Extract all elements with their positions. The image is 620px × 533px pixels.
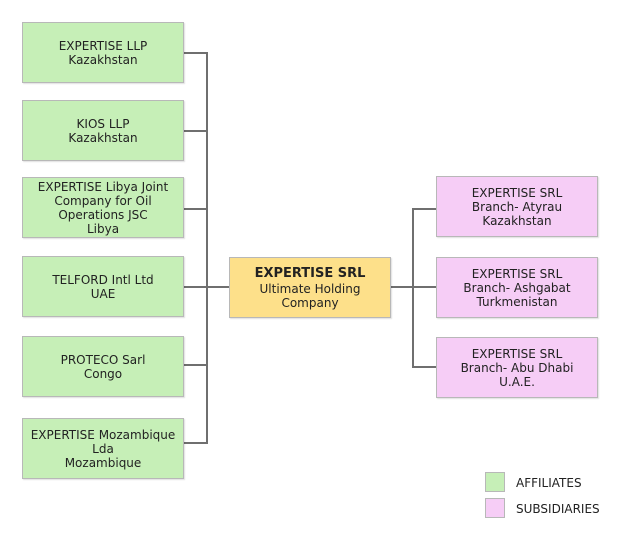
node-line: Branch- Atyrau — [471, 199, 563, 214]
subsidiary-node-ashgabat: EXPERTISE SRL Branch- Ashgabat Turkmenis… — [436, 257, 598, 318]
affiliate-node-expertise-mozambique: EXPERTISE Mozambique Lda Mozambique — [22, 418, 184, 479]
node-line: Branch- Ashgabat — [463, 280, 571, 295]
node-line: Libya — [86, 221, 120, 236]
node-line: EXPERTISE SRL — [471, 185, 563, 200]
affiliate-node-expertise-llp: EXPERTISE LLP Kazakhstan — [22, 22, 184, 83]
node-line: EXPERTISE SRL — [471, 346, 563, 361]
node-line: PROTECO Sarl — [60, 352, 146, 367]
root-node-expertise-srl: EXPERTISE SRL Ultimate Holding Company — [229, 257, 391, 318]
node-line: Company for Oil — [54, 193, 152, 208]
affiliate-connector-6 — [184, 442, 208, 444]
subsidiary-node-abu-dhabi: EXPERTISE SRL Branch- Abu Dhabi U.A.E. — [436, 337, 598, 398]
legend-affiliates-label: AFFILIATES — [516, 476, 582, 490]
node-line: U.A.E. — [499, 374, 535, 389]
node-line: Kazakhstan — [68, 130, 138, 145]
affiliate-node-proteco: PROTECO Sarl Congo — [22, 336, 184, 397]
legend-subsidiaries-swatch — [485, 498, 505, 518]
node-line: EXPERTISE SRL — [471, 266, 563, 281]
node-line: Kazakhstan — [68, 52, 138, 67]
node-line: Operations JSC — [58, 207, 148, 222]
root-right-connector — [391, 286, 414, 288]
affiliate-connector-3 — [184, 208, 208, 210]
node-line: Branch- Abu Dhabi — [460, 360, 574, 375]
node-line: Lda — [92, 441, 114, 456]
affiliate-connector-4 — [184, 286, 208, 288]
node-line: Mozambique — [64, 455, 142, 470]
subsidiary-connector-2 — [412, 286, 436, 288]
node-line: Congo — [83, 366, 123, 381]
subsidiary-connector-3 — [412, 366, 436, 368]
subsidiary-connector-1 — [412, 208, 436, 210]
legend-subsidiaries-label: SUBSIDIARIES — [516, 502, 600, 516]
node-line: UAE — [90, 286, 116, 301]
node-line: KIOS LLP — [76, 116, 130, 131]
root-left-connector — [206, 286, 229, 288]
subsidiaries-trunk-line — [412, 208, 414, 368]
node-line: Turkmenistan — [476, 294, 558, 309]
node-line: EXPERTISE LLP — [58, 38, 148, 53]
affiliate-node-expertise-libya: EXPERTISE Libya Joint Company for Oil Op… — [22, 177, 184, 238]
node-line: EXPERTISE Mozambique — [30, 427, 176, 442]
subsidiary-node-atyrau: EXPERTISE SRL Branch- Atyrau Kazakhstan — [436, 176, 598, 237]
affiliate-node-kios-llp: KIOS LLP Kazakhstan — [22, 100, 184, 161]
root-subtitle-line: Company — [281, 296, 339, 310]
affiliate-connector-5 — [184, 364, 208, 366]
root-title: EXPERTISE SRL — [254, 266, 366, 281]
affiliate-node-telford: TELFORD Intl Ltd UAE — [22, 256, 184, 317]
node-line: Kazakhstan — [482, 213, 552, 228]
legend-affiliates-swatch — [485, 472, 505, 492]
node-line: TELFORD Intl Ltd — [52, 272, 154, 287]
affiliate-connector-1 — [184, 52, 208, 54]
affiliate-connector-2 — [184, 130, 208, 132]
affiliates-trunk-line — [206, 52, 208, 444]
root-subtitle-line: Ultimate Holding — [259, 282, 361, 296]
node-line: EXPERTISE Libya Joint — [37, 179, 169, 194]
